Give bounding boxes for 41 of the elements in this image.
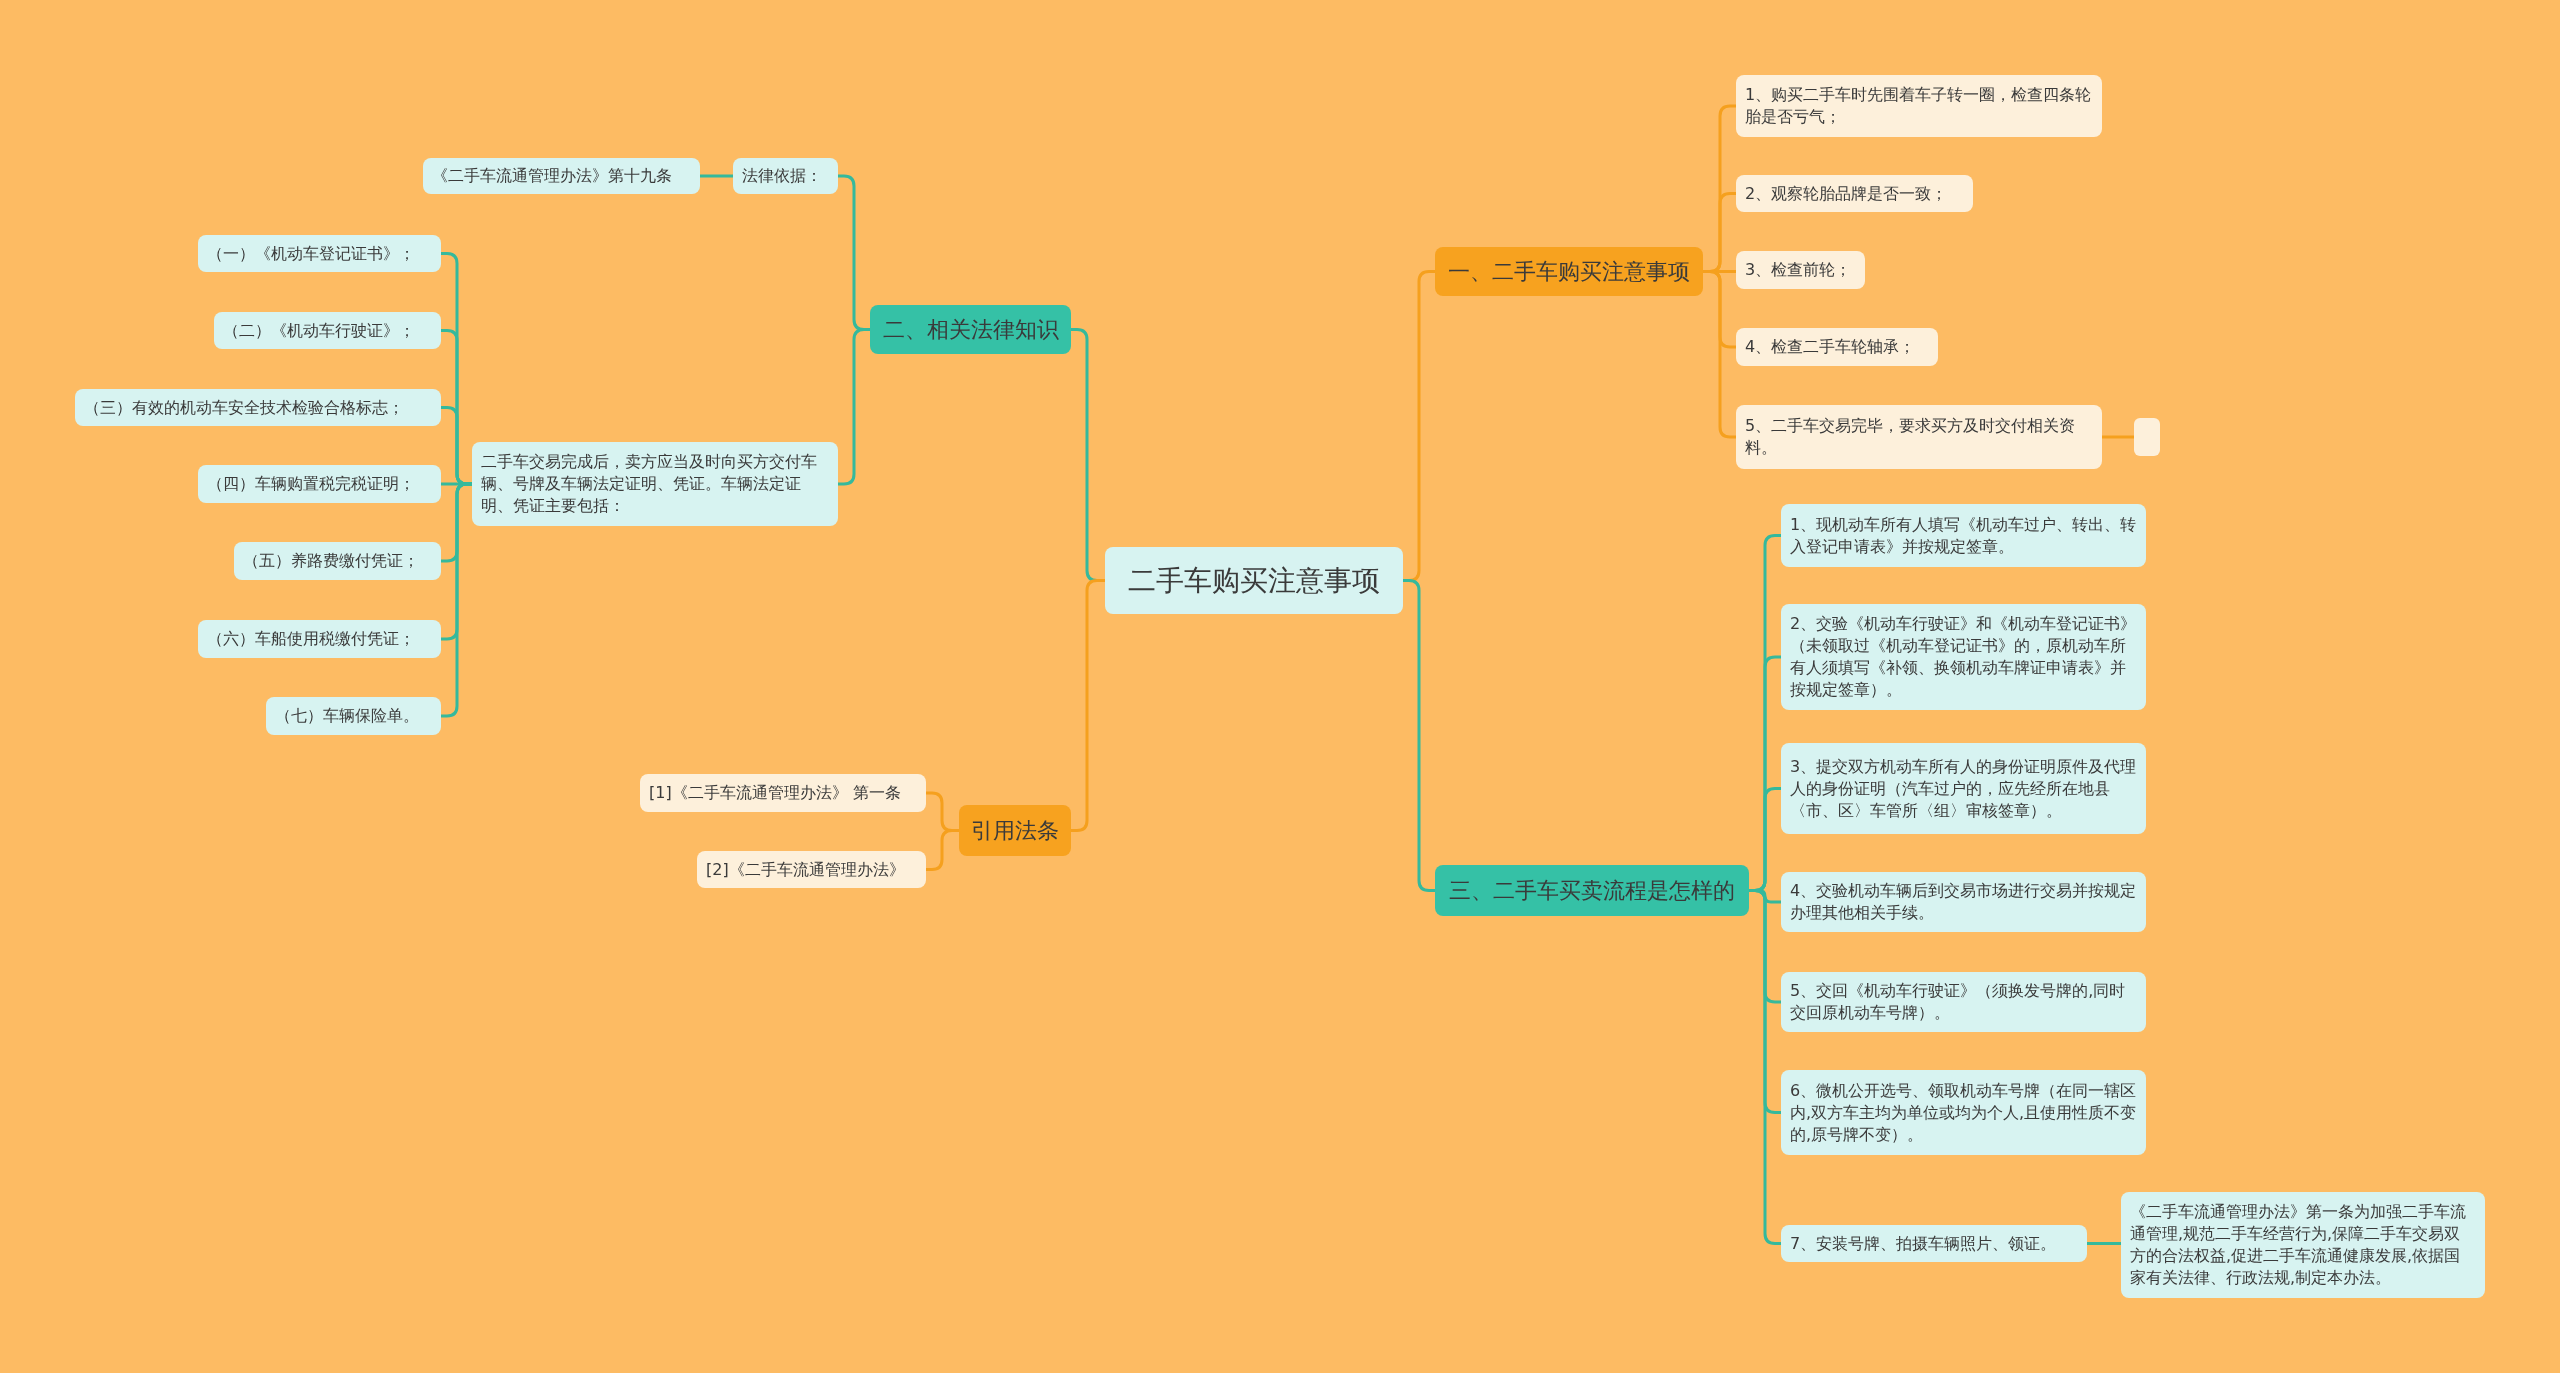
connector-line <box>700 174 733 178</box>
connector-line <box>1749 889 1781 1245</box>
subtopic-box: （三）有效的机动车安全技术检验合格标志； <box>75 389 441 426</box>
connector-line <box>926 829 959 871</box>
subtopic-box: 6、微机公开选号、领取机动车号牌（在同一辖区内,双方车主均为单位或均为个人,且使用性质不变的,原号牌不变）。 <box>1781 1070 2146 1155</box>
connector-line <box>1703 270 1736 439</box>
subtopic-box: [2]《二手车流通管理办法》 <box>697 851 926 888</box>
subtopic-box: 《二手车流通管理办法》第十九条 <box>423 158 700 194</box>
central-topic-box: 二手车购买注意事项 <box>1105 547 1403 614</box>
connector-line <box>441 482 472 718</box>
subtopic-box: 《二手车流通管理办法》第一条为加强二手车流通管理,规范二手车经营行为,保障二手车交易双方的合法权益,促进二手车流通健康发展,依据国家有关法律、行政法规,制定本办法。 <box>2121 1192 2485 1298</box>
connector-line <box>838 328 870 486</box>
subtopic-box: 7、安装号牌、拍摄车辆照片、领证。 <box>1781 1225 2087 1262</box>
subtopic-box: （二）《机动车行驶证》； <box>214 312 441 349</box>
subtopic-box: 5、交回《机动车行驶证》（须换发号牌的,同时交回原机动车号牌）。 <box>1781 972 2146 1032</box>
empty-box <box>2134 418 2160 456</box>
subtopic-box: 2、交验《机动车行驶证》和《机动车登记证书》（未领取过《机动车登记证书》的，原机动车所有人须填写《补领、换领机动车牌证申请表》并按规定签章）。 <box>1781 604 2146 710</box>
connector-line <box>2087 1242 2121 1245</box>
subtopic-box: （一）《机动车登记证书》； <box>198 235 441 272</box>
branch-topic-box: 二、相关法律知识 <box>870 305 1071 354</box>
subtopic-box: 二手车交易完成后，卖方应当及时向买方交付车辆、号牌及车辆法定证明、凭证。车辆法定证明、凭证主要包括： <box>472 442 838 526</box>
subtopic-box: 1、现机动车所有人填写《机动车过户、转出、转入登记申请表》并按规定签章。 <box>1781 504 2146 567</box>
connector-line <box>1403 579 1435 892</box>
subtopic-box: 法律依据： <box>733 158 838 194</box>
subtopic-box: 4、检查二手车轮轴承； <box>1736 328 1938 366</box>
branch-topic-box: 一、二手车购买注意事项 <box>1435 247 1703 296</box>
subtopic-box: （六）车船使用税缴付凭证； <box>198 620 441 658</box>
subtopic-box: （四）车辆购置税完税证明； <box>198 465 441 503</box>
subtopic-box: 5、二手车交易完毕，要求买方及时交付相关资料。 <box>1736 405 2102 469</box>
connector-line <box>2102 435 2134 439</box>
subtopic-box: （七）车辆保险单。 <box>266 697 441 735</box>
branch-topic-box: 引用法条 <box>959 805 1071 856</box>
subtopic-box: [1]《二手车流通管理办法》 第一条 <box>640 774 926 812</box>
connector-line <box>1071 579 1105 832</box>
subtopic-box: 2、观察轮胎品牌是否一致； <box>1736 175 1973 212</box>
subtopic-box: 3、提交双方机动车所有人的身份证明原件及代理人的身份证明（汽车过户的，应先经所在地县〈市、区〉车管所〈组〉审核签章）。 <box>1781 743 2146 834</box>
subtopic-box: 4、交验机动车辆后到交易市场进行交易并按规定办理其他相关手续。 <box>1781 872 2146 932</box>
subtopic-box: 3、检查前轮； <box>1736 251 1865 289</box>
branch-topic-box: 三、二手车买卖流程是怎样的 <box>1435 865 1749 916</box>
subtopic-box: 1、购买二手车时先围着车子转一圈，检查四条轮胎是否亏气； <box>1736 75 2102 137</box>
subtopic-box: （五）养路费缴付凭证； <box>234 542 441 580</box>
